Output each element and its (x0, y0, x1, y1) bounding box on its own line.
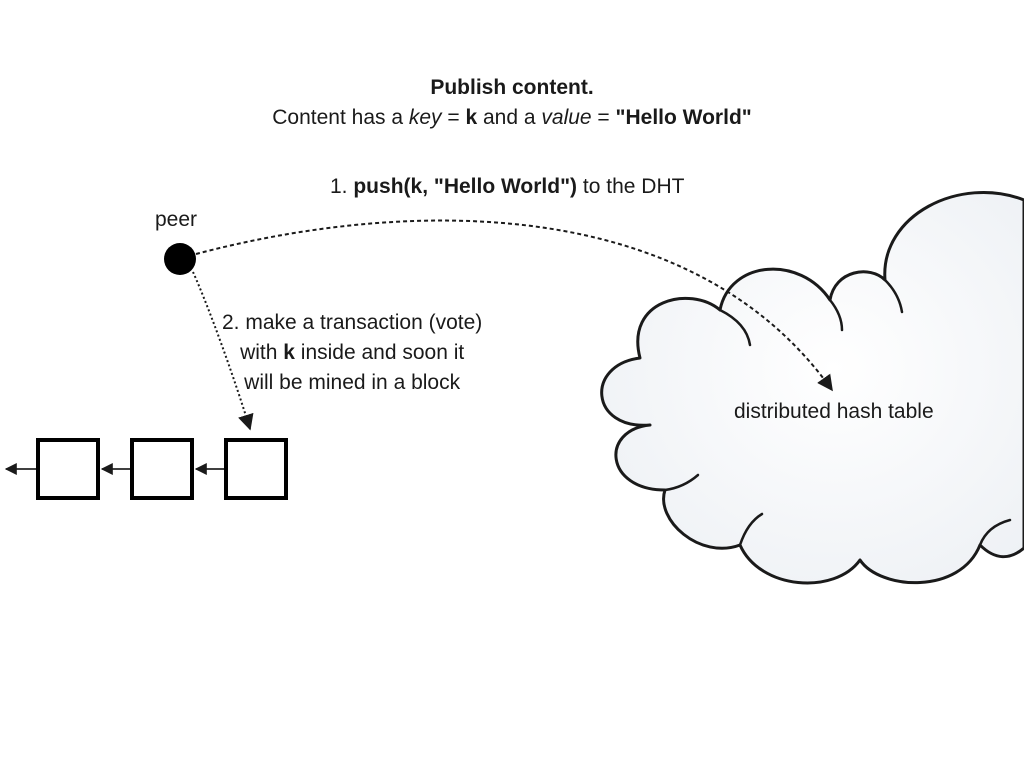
subtitle-part3: and a (477, 106, 542, 129)
step2-line2-k: k (283, 341, 295, 364)
step1-call: push(k, "Hello World") (353, 175, 578, 198)
block-1 (36, 438, 100, 500)
subtitle-value-word: value (541, 106, 592, 129)
step1-number: 1. (330, 175, 354, 198)
step2-line2-a: with (240, 341, 284, 364)
subtitle-key-word: key (408, 106, 442, 129)
subtitle-part1: Content has a (272, 106, 409, 129)
step2-line3: will be mined in a block (244, 371, 461, 394)
peer-node (164, 243, 196, 275)
step2-line1: 2. make a transaction (vote) (222, 311, 483, 334)
step2-line2-b: inside and soon it (294, 341, 465, 364)
dht-label: distributed hash table (734, 400, 934, 423)
slide-subtitle: Content has a key = k and a value = "Hel… (0, 103, 1024, 132)
subtitle-key-var: k (465, 106, 478, 129)
slide-title: Publish content. (430, 76, 594, 99)
push-arrow (195, 219, 833, 392)
step1-label: 1. push(k, "Hello World") to the DHT (330, 172, 684, 201)
subtitle-part2: = (441, 106, 466, 129)
step1-rest: to the DHT (577, 175, 685, 198)
block-3 (224, 438, 288, 500)
blockchain (4, 438, 288, 500)
peer-label: peer (155, 208, 198, 231)
cloud-shape (600, 190, 1024, 585)
block-2 (130, 438, 194, 500)
subtitle-part4: = (591, 106, 616, 129)
step2-line2: with k inside and soon it (222, 338, 482, 368)
subtitle-value-var: "Hello World" (615, 106, 752, 129)
step2-label: 2. make a transaction (vote) with k insi… (222, 308, 482, 398)
